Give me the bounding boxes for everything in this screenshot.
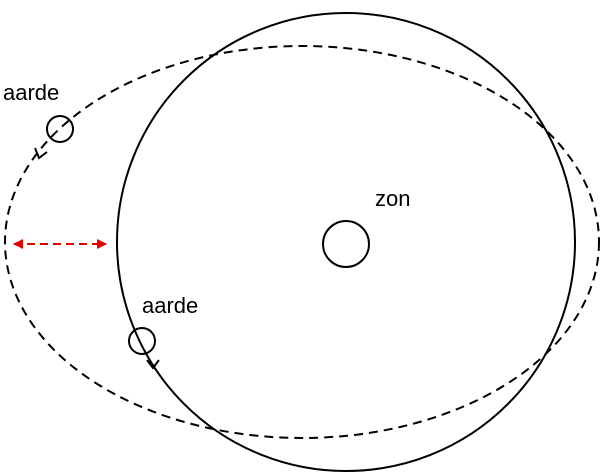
- earth-bottom-label: aarde: [142, 293, 198, 318]
- ellipse-direction-arrow-icon: [34, 147, 48, 160]
- earth-on-ellipse: [46, 115, 74, 143]
- circular-orbit: [116, 12, 576, 472]
- sun-label: zon: [375, 186, 410, 211]
- elliptical-orbit: [4, 45, 600, 439]
- circle-direction-arrow-icon: [146, 359, 160, 370]
- sun: [322, 220, 370, 268]
- earth-on-circle: [128, 327, 156, 355]
- earth-top-label: aarde: [3, 80, 59, 105]
